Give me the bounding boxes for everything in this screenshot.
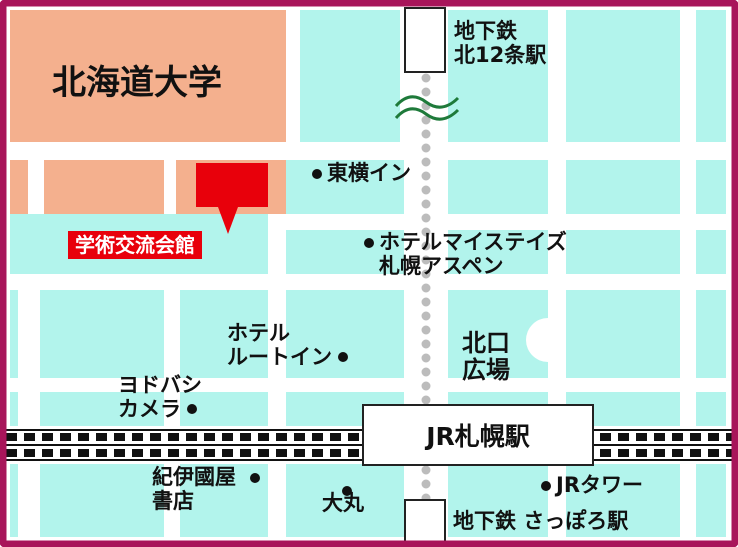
campus-block (10, 10, 286, 142)
landmark-daimaru: 大丸 (322, 478, 364, 516)
city-block (40, 392, 164, 426)
city-block (10, 290, 18, 378)
city-block (696, 10, 726, 142)
wave-stroke (394, 95, 460, 109)
landmark-yodobashi: ヨドバシ カメラ (118, 373, 202, 421)
landmark-yodobashi-line2: カメラ (118, 396, 181, 421)
city-block (286, 230, 404, 274)
city-block (10, 392, 18, 426)
city-block (448, 160, 548, 214)
city-block (300, 10, 400, 142)
campus-block (44, 160, 164, 214)
city-block (696, 160, 726, 214)
subway-north-line2: 北12条駅 (454, 42, 547, 67)
subway-north-line1: 地下鉄 (454, 19, 517, 43)
landmark-kinokuniya: 紀伊國屋 書店 (152, 465, 260, 513)
north-plaza-label: 北口 広場 (462, 330, 510, 384)
city-block (696, 392, 726, 426)
landmark-hotel-mystays-line1: ホテルマイステイズ (379, 230, 567, 254)
venue-pointer (218, 207, 238, 234)
landmark-jr-tower-label: JRタワー (556, 473, 643, 497)
jr-station-label: JR札幌駅 (426, 422, 530, 451)
landmark-toyoko-inn-label: 東横イン (327, 161, 411, 185)
city-block (10, 464, 18, 537)
subway-station-south-box (404, 499, 446, 547)
venue-marker (196, 163, 268, 234)
city-block (286, 290, 404, 378)
venue-building (196, 163, 268, 207)
landmark-dot (187, 404, 197, 415)
city-block (286, 464, 404, 537)
landmark-route-inn-line1: ホテル (227, 321, 290, 345)
landmark-kinokuniya-line1: 紀伊國屋 (152, 465, 236, 489)
city-block (566, 464, 680, 537)
city-block (566, 10, 680, 142)
city-block (566, 160, 680, 214)
city-block (180, 290, 268, 378)
line-break-symbol (394, 95, 460, 121)
campus-area (10, 10, 286, 214)
landmark-dot (364, 237, 374, 248)
city-block (566, 290, 680, 378)
city-blocks (10, 10, 726, 537)
landmark-dot (541, 480, 551, 491)
landmark-yodobashi-line1: ヨドバシ (118, 373, 202, 397)
landmark-dot (342, 486, 352, 496)
landmark-toyoko-inn: 東横イン (312, 161, 411, 186)
landmark-daimaru-label: 大丸 (322, 491, 364, 515)
city-block (448, 464, 548, 537)
city-block (448, 10, 548, 142)
city-block (696, 230, 726, 274)
city-block (566, 230, 680, 274)
city-block (40, 290, 164, 378)
plaza-curve (526, 318, 548, 362)
venue-label: 学術交流会館 (68, 231, 202, 259)
north-plaza-line2: 広場 (462, 355, 510, 384)
university-label: 北海道大学 (52, 63, 222, 103)
jr-station-box: JR札幌駅 (362, 404, 594, 466)
city-block (448, 230, 548, 274)
north-plaza-line1: 北口 (462, 329, 510, 357)
landmark-hotel-mystays: ホテルマイステイズ 札幌アスペン (364, 230, 567, 278)
landmark-kinokuniya-line2: 書店 (152, 488, 194, 513)
landmark-dot (312, 168, 322, 179)
subway-south-label: 地下鉄 さっぽろ駅 (453, 509, 629, 533)
city-block (696, 464, 726, 537)
wave-stroke (394, 107, 460, 121)
city-block (286, 160, 404, 214)
landmark-route-inn: ホテル ルートイン (227, 321, 348, 369)
campus-block (10, 160, 28, 214)
subway-north-label: 地下鉄 北12条駅 (454, 19, 547, 67)
landmark-jr-tower: JRタワー (541, 473, 643, 498)
city-block (696, 290, 726, 378)
landmark-hotel-mystays-line2: 札幌アスペン (379, 253, 504, 278)
subway-station-north-box (404, 7, 446, 73)
landmark-dot (250, 472, 260, 483)
landmark-dot (338, 352, 348, 363)
landmark-route-inn-line2: ルートイン (227, 344, 332, 369)
city-block (40, 464, 164, 537)
